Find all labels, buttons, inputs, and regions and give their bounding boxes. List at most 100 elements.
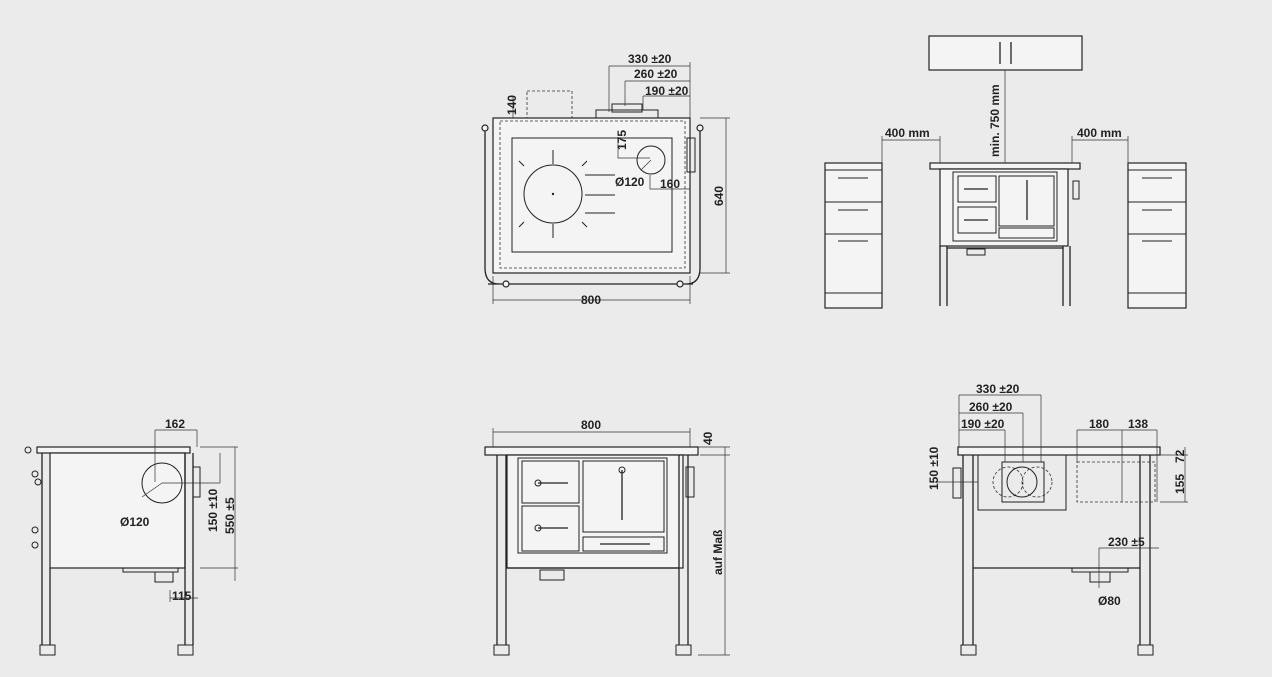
side-handle (685, 466, 695, 498)
wall-cabinet (928, 35, 1083, 71)
right-clearance: 400 mm (1077, 126, 1122, 140)
ash-outlet (154, 571, 174, 583)
rear-plate (977, 454, 1067, 511)
side-legs (41, 453, 194, 645)
dim-330: 330 ±20 (628, 52, 672, 66)
foot (493, 644, 510, 656)
foot (39, 644, 56, 656)
left-cabinet (824, 162, 883, 309)
rear-top-rail (957, 446, 1161, 456)
firebox-door-upper (957, 175, 997, 203)
side-view: 162 Ø120 150 ±10 550 ±5 115 (24, 417, 238, 656)
stove-front-frame (952, 171, 1058, 242)
foot (177, 644, 194, 656)
height-to-measure-note: auf Maß (711, 530, 725, 575)
foot (675, 644, 692, 656)
flue-position-190 (992, 466, 1024, 498)
ash-drawer (582, 536, 665, 552)
dim-190: 190 ±20 (961, 417, 1005, 431)
connection-area (1076, 461, 1156, 503)
dim-800: 800 (581, 293, 601, 307)
oven-door (582, 460, 665, 533)
rail-knob (481, 124, 489, 132)
side-handle (1072, 180, 1080, 200)
handle-pivot (534, 524, 542, 532)
dim-162: 162 (165, 417, 185, 431)
hob-plate (511, 137, 673, 253)
dim-230: 230 ±5 (1108, 535, 1145, 549)
door-handles (964, 180, 1028, 221)
left-clearance: 400 mm (885, 126, 930, 140)
dim-330: 330 ±20 (976, 382, 1020, 396)
ash-outlet (1089, 571, 1111, 583)
rail-knob (696, 124, 704, 132)
dim-155: 155 (1173, 474, 1187, 494)
front-body (506, 454, 684, 569)
knobs (24, 446, 42, 549)
dimension-lines (935, 394, 1188, 588)
oven-door (998, 175, 1055, 227)
firebox-door-lower (521, 505, 580, 552)
dim-190: 190 ±20 (645, 84, 689, 98)
side-body (49, 452, 186, 569)
dimension-lines (492, 428, 730, 656)
ash-drawer (998, 227, 1055, 239)
ash-plate (122, 567, 179, 573)
hotplate-center (551, 192, 555, 196)
dim-640: 640 (712, 186, 726, 206)
flue-outline-top (526, 90, 573, 119)
front-legs (496, 455, 689, 645)
dim-40: 40 (701, 431, 715, 445)
handle-pivot (618, 466, 626, 474)
dimension-lines (141, 429, 238, 602)
left-drawers (825, 169, 882, 294)
flue-position-330 (1021, 466, 1053, 498)
dim-180: 180 (1089, 417, 1109, 431)
side-handle (192, 466, 201, 498)
hotplate-ring (523, 164, 583, 224)
dim-550: 550 ±5 (223, 497, 237, 534)
dim-diameter-120: Ø120 (120, 515, 150, 529)
front-top-rail (484, 446, 699, 456)
body-outline-hidden (499, 120, 686, 269)
dim-150: 150 ±10 (206, 488, 220, 532)
ash-outlet (539, 569, 565, 581)
clearance-lines (881, 70, 1129, 163)
handle-pivot (534, 479, 542, 487)
dim-175: 175 (615, 130, 629, 150)
dim-800: 800 (581, 418, 601, 432)
dimension-lines (492, 62, 730, 304)
dim-72: 72 (1173, 449, 1187, 463)
ash-outlet (966, 248, 986, 256)
firebox-door-upper (521, 460, 580, 504)
dim-140: 140 (505, 95, 519, 115)
side-handle (952, 467, 962, 499)
dim-260: 260 ±20 (969, 400, 1013, 414)
dim-260: 260 ±20 (634, 67, 678, 81)
flue-circle (636, 145, 666, 175)
firebox-door-lower (957, 206, 997, 234)
top-view: 330 ±20 260 ±20 190 ±20 140 175 Ø120 160… (481, 52, 730, 307)
flue-outlet (611, 103, 643, 113)
right-drawers (1128, 169, 1186, 294)
dim-150: 150 ±10 (927, 446, 941, 490)
rail-knob (676, 280, 684, 288)
dim-138: 138 (1128, 417, 1148, 431)
towel-rail (484, 128, 701, 285)
cabinet-handles (999, 42, 1012, 64)
min-height-clearance: min. 750 mm (988, 84, 1002, 157)
front-frame (517, 457, 668, 554)
rail-knob (502, 280, 510, 288)
foot (960, 644, 977, 656)
installation-view: 400 mm 400 mm min. 750 mm (824, 35, 1187, 309)
dim-diameter-80: Ø80 (1098, 594, 1121, 608)
right-cabinet (1127, 162, 1187, 309)
flue-position-260 (1006, 466, 1038, 498)
side-handle (686, 137, 696, 173)
rear-legs (962, 455, 1151, 645)
side-top (36, 446, 191, 454)
dim-diameter-120: Ø120 (615, 175, 645, 189)
stove-legs (939, 246, 1071, 306)
